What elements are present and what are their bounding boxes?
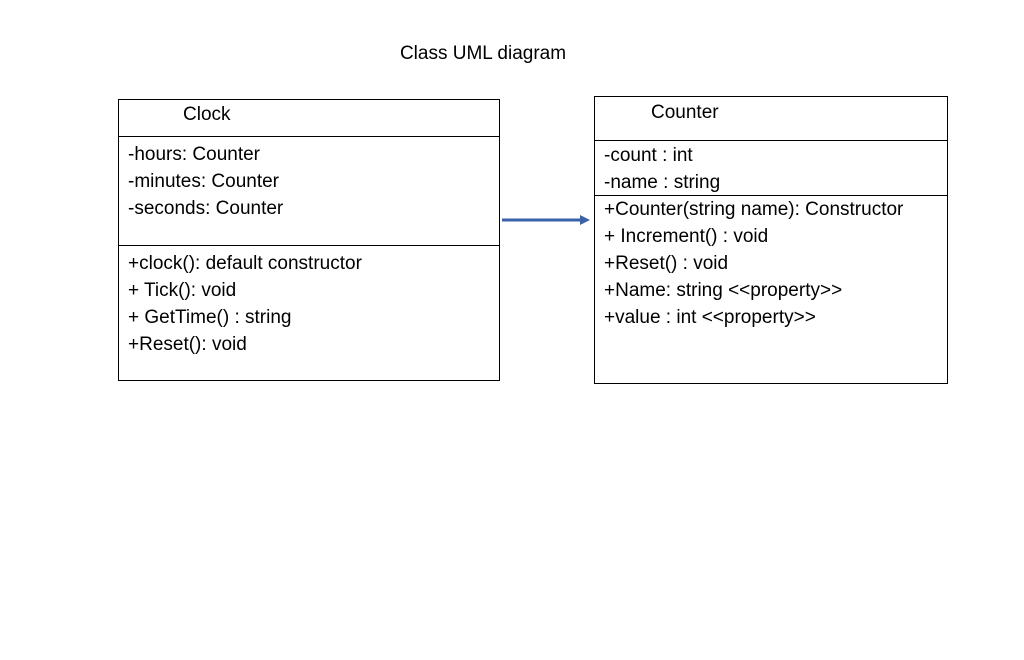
counter-operation: +Reset() : void [604,253,729,274]
clock-attributes-section: -hours: Counter -minutes: Counter -secon… [119,137,499,246]
counter-operations-section: +Counter(string name): Constructor + Inc… [595,196,947,382]
counter-operation: +value : int <<property>> [604,307,816,328]
clock-attribute: -hours: Counter [128,144,261,165]
clock-operation: + GetTime() : string [128,307,292,328]
clock-class-name: Clock [119,100,499,137]
counter-attribute: -count : int [604,145,693,166]
counter-operation: +Counter(string name): Constructor [604,199,904,220]
clock-attribute: -seconds: Counter [128,198,284,219]
clock-operation: +clock(): default constructor [128,253,362,274]
clock-operation: +Reset(): void [128,334,247,355]
counter-attribute: -name : string [604,172,721,193]
arrow-head-icon [580,215,590,225]
counter-class-name: Counter [595,97,947,141]
diagram-title: Class UML diagram [399,43,567,64]
clock-operation: + Tick(): void [128,280,237,301]
association-arrow [502,215,590,225]
counter-class-box: Counter -count : int -name : string +Cou… [594,96,948,384]
clock-operations-section: +clock(): default constructor + Tick(): … [119,246,499,380]
counter-attributes-section: -count : int -name : string [595,141,947,196]
counter-operation: + Increment() : void [604,226,769,247]
clock-attribute: -minutes: Counter [128,171,280,192]
counter-operation: +Name: string <<property>> [604,280,843,301]
clock-class-box: Clock -hours: Counter -minutes: Counter … [118,99,500,381]
